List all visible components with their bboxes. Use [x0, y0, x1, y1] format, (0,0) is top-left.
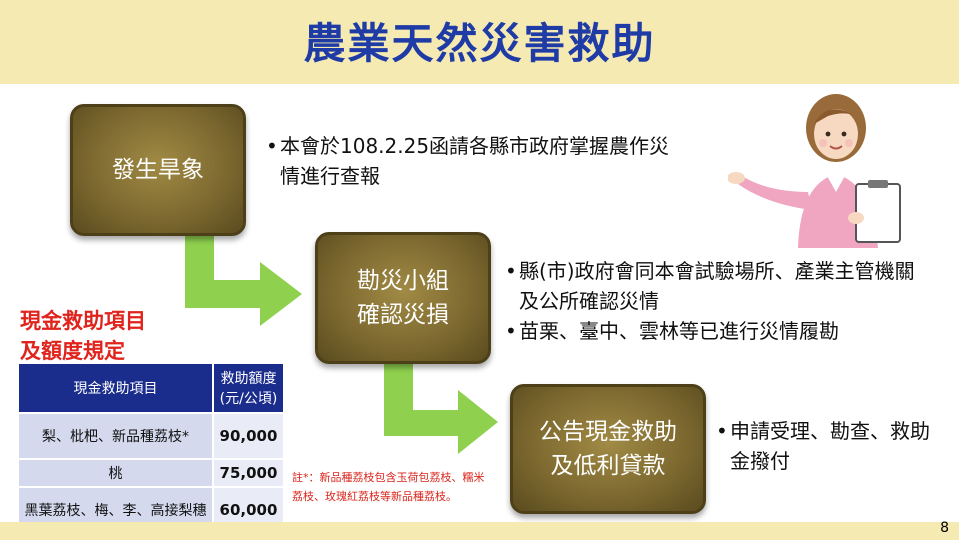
table-cell-amount: 75,000 [212, 458, 285, 488]
step-drought: 發生旱象 [70, 104, 246, 236]
title-band [0, 0, 959, 84]
aid-amount-table: 現金救助項目 救助額度(元/公頃) 梨、枇杷、新品種荔枝* 90,000 桃 7… [17, 362, 285, 534]
step1-bullets: • 本會於108.2.25函請各縣市政府掌握農作災情進行查報 [266, 131, 686, 191]
bullet-dot-icon: • [266, 134, 278, 158]
step-survey-label-1: 勘災小組 [357, 268, 449, 294]
step-announce: 公告現金救助 及低利貸款 [510, 384, 706, 514]
footnote: 註*：新品種荔枝包含玉荷包荔枝、糯米荔枝、玫瑰紅荔枝等新品種荔枝。 [292, 471, 485, 503]
table-cell-item: 桃 [17, 458, 214, 488]
table-row: 桃 75,000 [17, 458, 285, 488]
bullet-item: • 本會於108.2.25函請各縣市政府掌握農作災情進行查報 [266, 131, 686, 191]
presenter-illustration [728, 94, 901, 248]
step3-bullets: • 申請受理、勘查、救助金撥付 [716, 416, 936, 476]
step-survey-label-2: 確認災損 [357, 302, 449, 328]
table-cell-amount: 90,000 [212, 412, 285, 460]
column-header-item: 現金救助項目 [17, 362, 214, 414]
table-cell-item: 梨、枇杷、新品種荔枝* [17, 412, 214, 460]
bullet-dot-icon: • [505, 259, 517, 283]
bullet-item: • 縣(市)政府會同本會試驗場所、產業主管機關及公所確認災情 [505, 256, 925, 316]
table-row: 梨、枇杷、新品種荔枝* 90,000 [17, 412, 285, 460]
step-drought-label: 發生旱象 [112, 157, 204, 183]
footer-band [0, 522, 959, 540]
aid-table-heading: 現金救助項目 及額度規定 [20, 309, 146, 363]
step-survey: 勘災小組 確認災損 [315, 232, 491, 364]
page-number: 8 [940, 520, 949, 536]
slide-title: 農業天然災害救助 [303, 19, 656, 68]
bullet-item: • 苗栗、臺中、雲林等已進行災情履勘 [505, 316, 925, 346]
bullet-dot-icon: • [716, 419, 728, 443]
step-announce-label-1: 公告現金救助 [539, 419, 677, 445]
bullet-item: • 申請受理、勘查、救助金撥付 [716, 416, 936, 476]
arrow-step2-to-step3 [384, 362, 498, 454]
table-row: 黑葉荔枝、梅、李、高接梨穗 60,000 [17, 486, 285, 534]
column-header-amount: 救助額度(元/公頃) [212, 362, 285, 414]
arrow-step1-to-step2 [185, 236, 302, 326]
step-announce-label-2: 及低利貸款 [550, 453, 666, 479]
bullet-dot-icon: • [505, 319, 517, 343]
step2-bullets: • 縣(市)政府會同本會試驗場所、產業主管機關及公所確認災情 • 苗栗、臺中、雲… [505, 256, 925, 346]
table-header-row: 現金救助項目 救助額度(元/公頃) [17, 362, 285, 414]
